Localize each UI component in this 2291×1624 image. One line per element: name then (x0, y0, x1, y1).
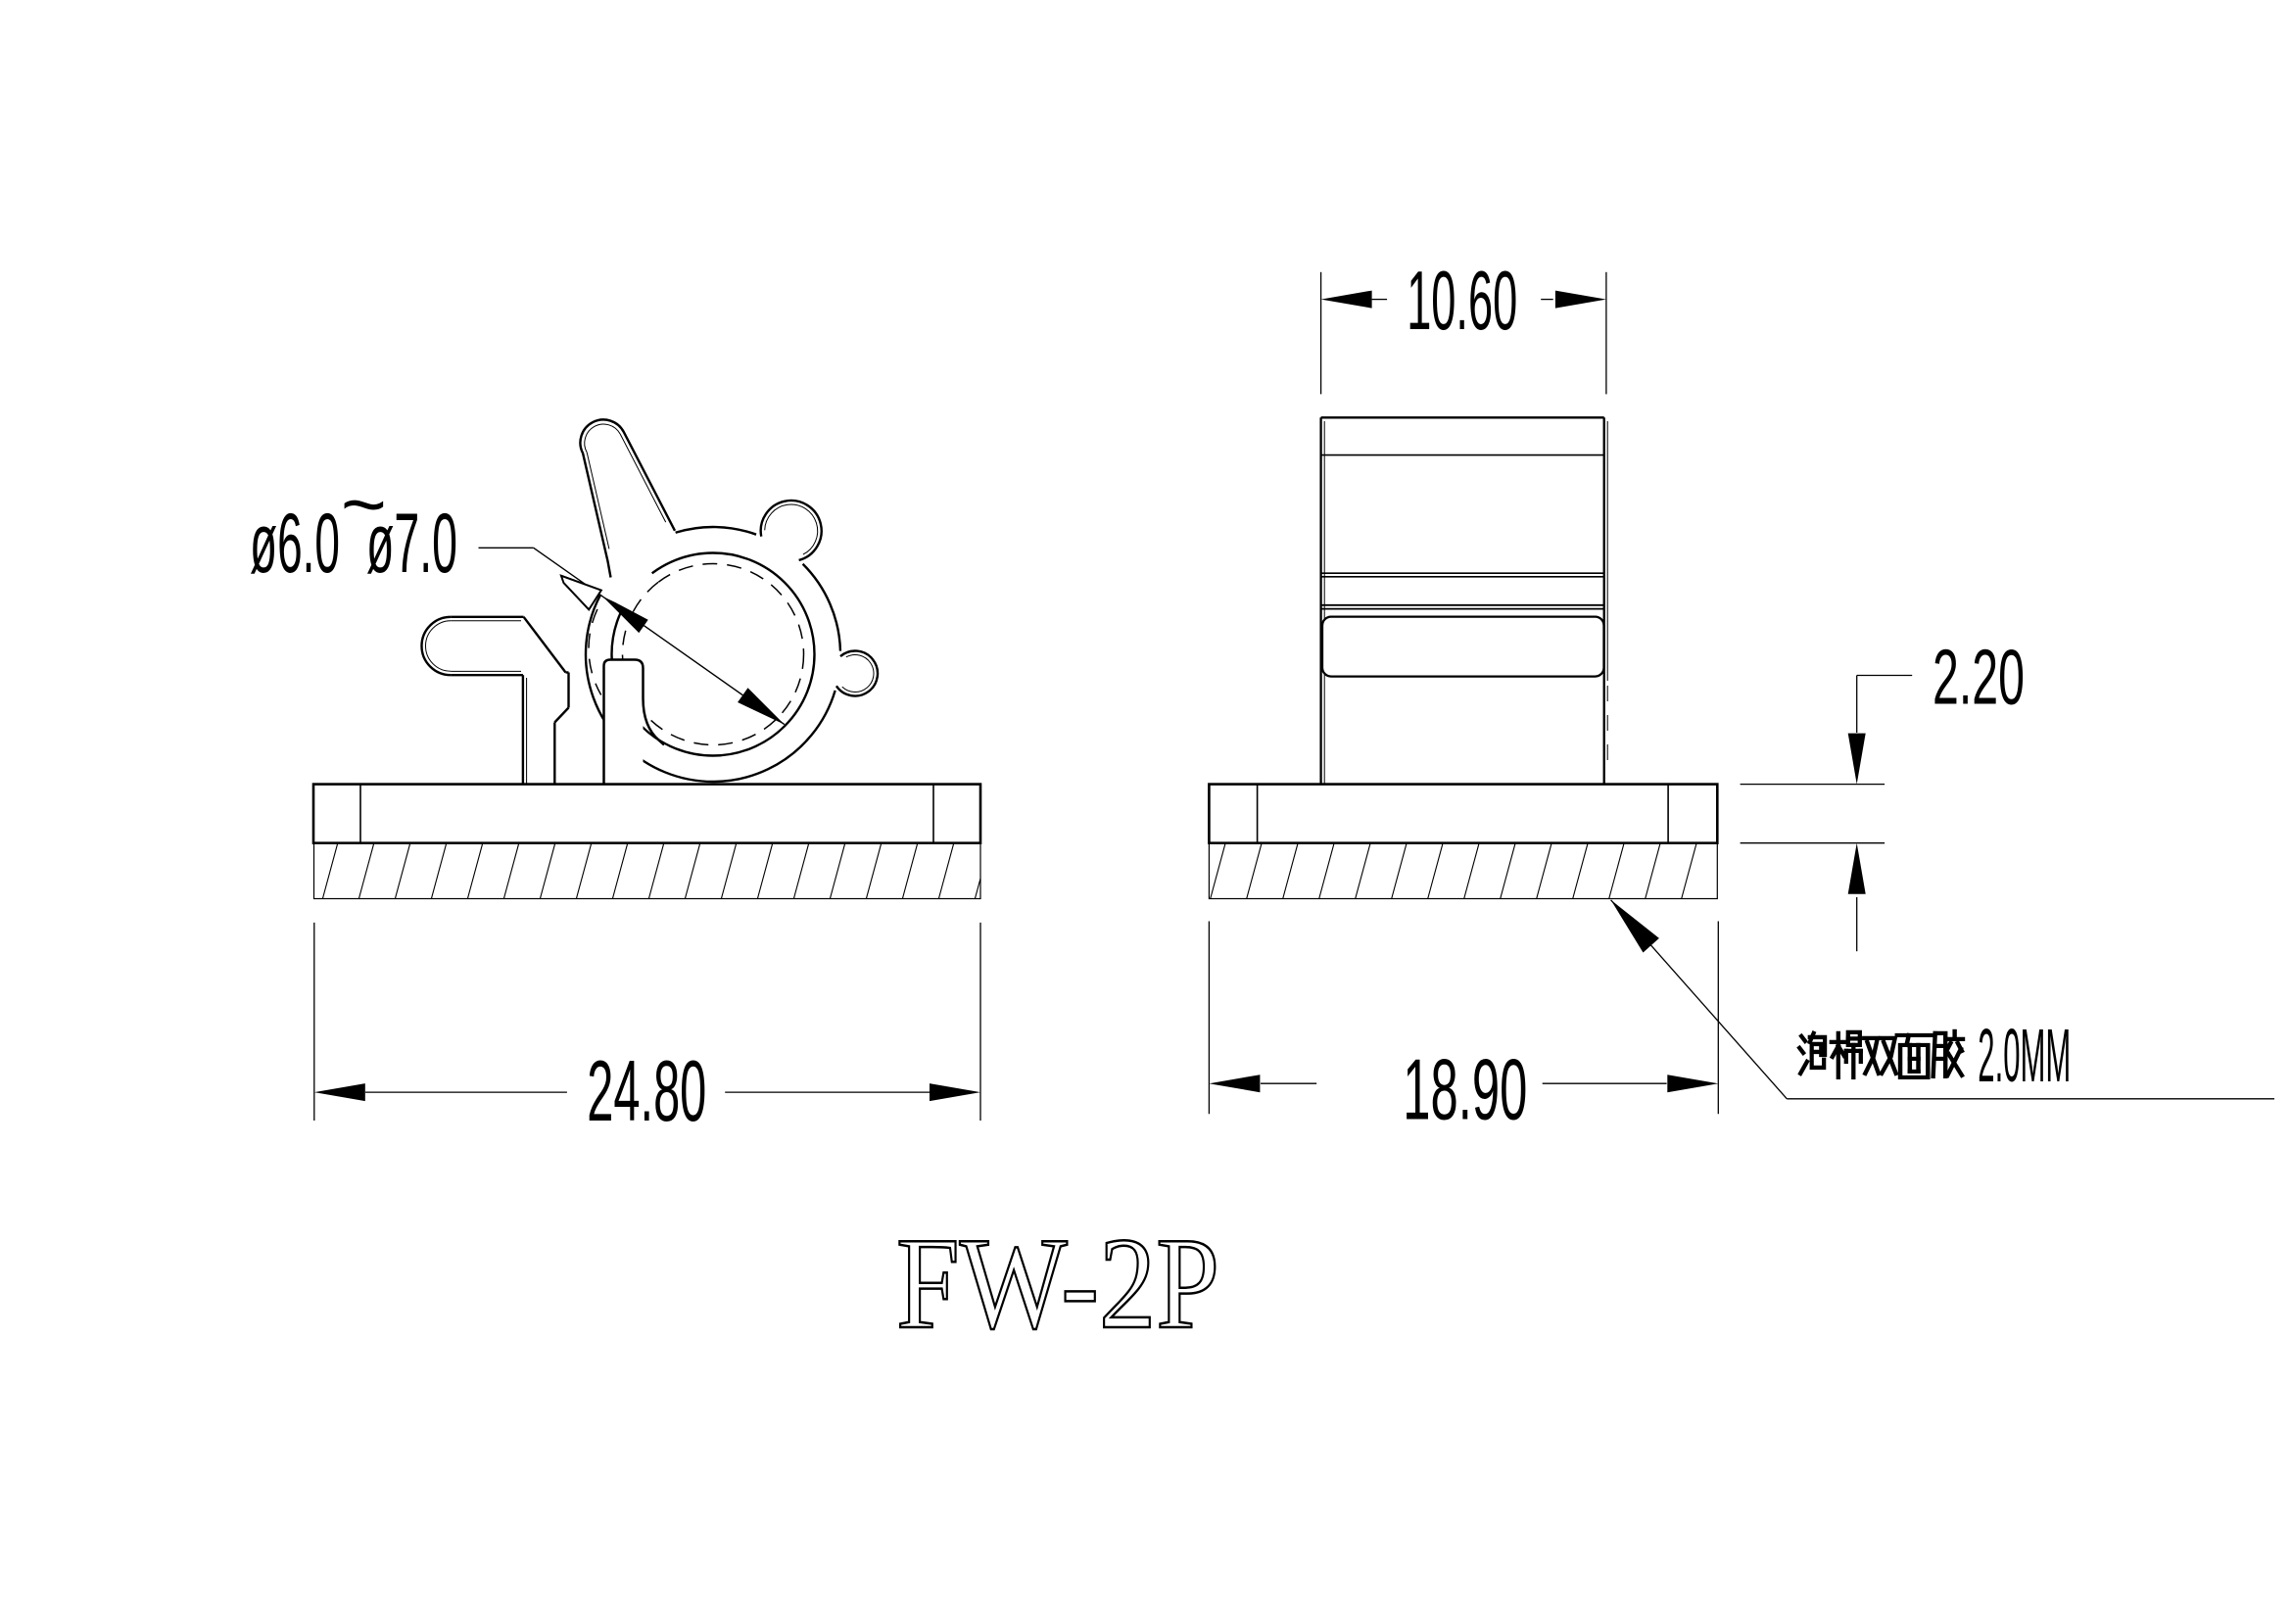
svg-text:18.90: 18.90 (1403, 1041, 1527, 1138)
svg-text:24.80: 24.80 (587, 1042, 706, 1139)
svg-text:FW-2P: FW-2P (896, 1211, 1219, 1356)
svg-text:ø6.0: ø6.0 (250, 497, 340, 591)
svg-text:10.60: 10.60 (1407, 255, 1517, 348)
svg-text:~: ~ (341, 460, 387, 548)
svg-text:2.0MM: 2.0MM (1978, 1014, 2071, 1098)
svg-text:ø7.0: ø7.0 (366, 497, 457, 591)
svg-text:2.20: 2.20 (1933, 633, 2025, 720)
